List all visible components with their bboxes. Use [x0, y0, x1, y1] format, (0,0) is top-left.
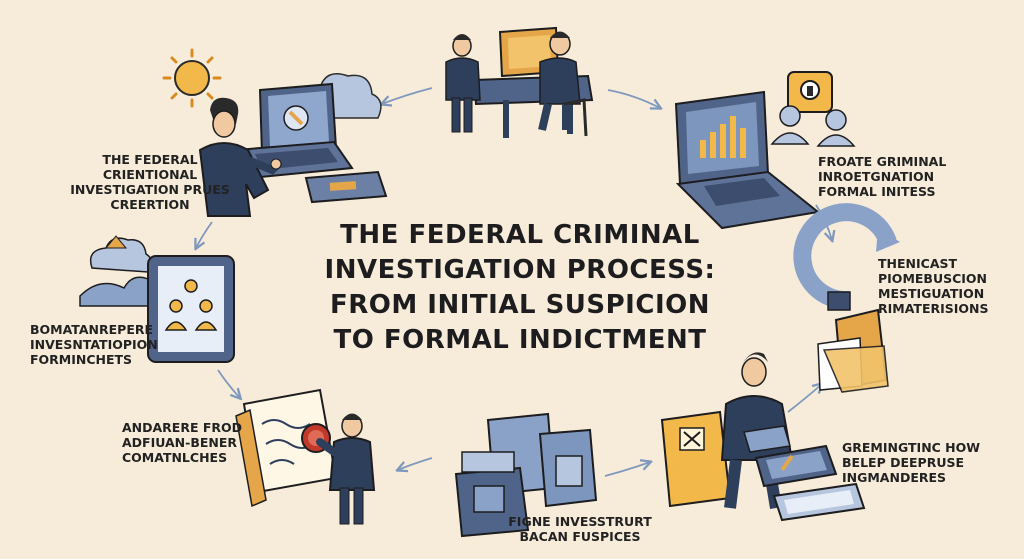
person-investigator	[198, 97, 282, 217]
label-bottom-left: ANDARERE FROD ADFIUAN-BENER COMATNLCHES	[122, 420, 243, 465]
tablet-people-icon	[147, 255, 235, 363]
title-line-1: THE FEDERAL CRIMINAL	[340, 220, 700, 250]
document-x-icon	[660, 410, 732, 508]
tablet-icon	[754, 444, 838, 488]
label-right-top: FROATE GRIMINAL INROETGNATION FORMAL INI…	[818, 154, 947, 199]
arrow-left-down	[217, 369, 240, 398]
arrow-top-right	[607, 89, 660, 108]
label-right-bottom: GREMINGTINC HOW BELEP DEEPRUSE INGMANDER…	[842, 440, 981, 485]
title-line-4: TO FORMAL INDICTMENT	[333, 325, 707, 355]
label-top-left: THE FEDERAL CRIENTIONAL INVESTIGATION PR…	[70, 152, 230, 212]
storm-cloud-icon	[79, 235, 155, 307]
lock-icon	[787, 71, 833, 113]
arrow-right-up	[787, 384, 822, 413]
cycle-arrows	[196, 87, 832, 477]
people-group-icon	[770, 105, 856, 147]
id-card-icon-2	[772, 482, 866, 522]
arrow-bottom-left	[398, 457, 433, 470]
label-left: BOMATANREPERE INVESNTATIOPION FORMINCHET…	[30, 322, 158, 367]
person-prosecutor	[316, 413, 376, 525]
desk-meeting-scene	[445, 26, 594, 138]
files-stack-icon	[454, 412, 598, 538]
person-agent	[720, 352, 794, 509]
sun-icon	[162, 48, 222, 108]
circular-arrow-icon	[793, 203, 900, 310]
label-right-mid: THENICAST PIOMEBUSCION MESTIGUATION RIMA…	[878, 256, 989, 316]
legal-document-icon	[235, 388, 338, 508]
title-line-2: INVESTIGATION PROCESS:	[324, 255, 716, 285]
arrow-top-left	[382, 87, 433, 104]
arrow-left-up	[196, 221, 213, 248]
title-line-3: FROM INITIAL SUSPICION	[330, 290, 710, 320]
label-bottom-center: FIGNE INVESSTRURT BACAN FUSPICES	[508, 514, 652, 544]
diagram-title: THE FEDERAL CRIMINAL INVESTIGATION PROCE…	[300, 218, 740, 358]
analytics-laptop-icon	[674, 90, 821, 230]
id-card-icon	[304, 170, 388, 204]
folders-icon	[817, 291, 889, 393]
arrow-bottom-right	[604, 462, 650, 477]
